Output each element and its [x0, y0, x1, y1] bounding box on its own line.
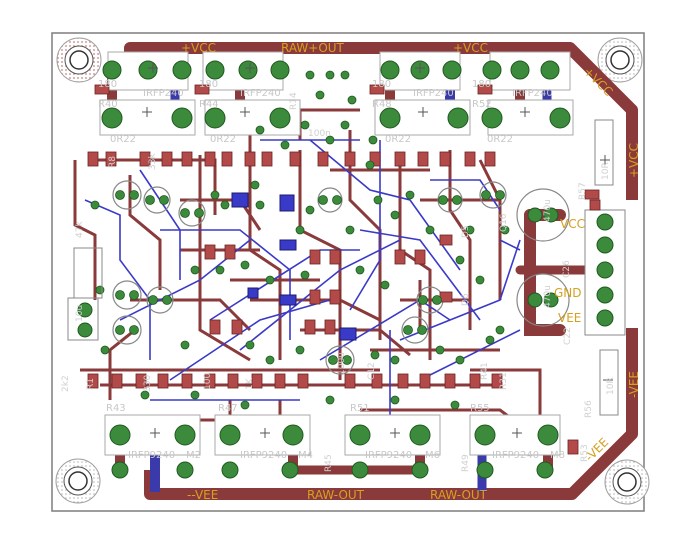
- r-10r-top-body: [594, 119, 614, 186]
- top-sense-1: 0R22: [110, 134, 136, 145]
- label-r49: R49: [461, 454, 471, 472]
- bot-m-1: M2: [186, 450, 201, 461]
- label-r1: R1: [86, 378, 96, 390]
- bot-m-2: M4: [298, 450, 313, 461]
- label-r14: R14: [289, 92, 299, 110]
- label-470u-a: 470u: [543, 199, 553, 222]
- label-r8: R8: [108, 156, 118, 168]
- label-c12: C12: [367, 362, 377, 380]
- top-r-val-2: 180: [199, 79, 218, 90]
- label-c26: C26: [562, 260, 572, 278]
- label-10r-a: 10R: [601, 162, 611, 180]
- top-r-ref-4: R52: [472, 99, 492, 110]
- top-r-ref-1: R40: [98, 99, 118, 110]
- tab-marks: [142, 63, 613, 438]
- mounting-hole-br: [604, 459, 650, 505]
- top-part-4: IRFP240: [512, 88, 553, 99]
- mounting-hole-bl: [55, 458, 101, 504]
- bot-r-ref-3: R51: [350, 403, 370, 414]
- label-1k: 1K: [245, 377, 255, 390]
- smd-pads: [87, 84, 601, 455]
- top-r-ref-2: R44: [199, 99, 219, 110]
- label-d5: D5: [461, 225, 471, 238]
- net-label-raw-bottom-1: RAW-OUT: [307, 488, 365, 502]
- top-r-val-1: 180: [98, 79, 117, 90]
- bot-part-4: IRFP9240: [492, 450, 539, 461]
- top-sense-3: 0R22: [385, 134, 411, 145]
- bot-r-ref-1: R43: [106, 403, 126, 414]
- net-label-vee-bottom: --VEE: [187, 488, 218, 502]
- label-10u: 10u: [75, 305, 85, 322]
- label-2k2: 2k2: [61, 375, 71, 392]
- top-r-val-3: 180: [372, 79, 391, 90]
- bot-part-2: IRFP9240: [240, 450, 287, 461]
- label-100: 100: [203, 373, 213, 390]
- label-33k: 33k: [148, 153, 158, 170]
- bot-part-1: IRFP9240: [128, 450, 175, 461]
- label-10r-b: 10R: [606, 377, 616, 395]
- mounting-hole-tl: [56, 37, 102, 83]
- label-r56: R56: [584, 400, 594, 418]
- label-c100n: 100n: [308, 129, 331, 139]
- top-sense-4: 0R22: [487, 134, 513, 145]
- net-label-vcc-conn: VCC: [560, 217, 585, 231]
- net-label-raw-top: RAW+OUT: [281, 41, 345, 55]
- bot-m-4: M8: [550, 450, 565, 461]
- net-label-vcc-right-b: +VCC: [627, 143, 641, 178]
- label-q16: Q16: [499, 213, 509, 232]
- bot-part-3: IRFP9240: [365, 450, 412, 461]
- mounting-hole-tr: [597, 37, 643, 83]
- label-c22: C22: [563, 327, 573, 345]
- bulk-capacitors: [112, 180, 570, 375]
- net-label-vcc-top-2: +VCC: [453, 41, 488, 55]
- net-label-raw-bottom-2: RAW-OUT: [430, 488, 488, 502]
- blue-pads: [231, 192, 357, 341]
- label-470u-b: 470u: [543, 285, 553, 308]
- th-pads-green: [77, 60, 614, 479]
- label-100u: 100u: [337, 352, 347, 375]
- net-label-vee-conn: VEE: [558, 311, 581, 325]
- label-47k: 47k: [75, 221, 85, 238]
- top-r-ref-3: R48: [372, 99, 392, 110]
- label-r41: R41: [480, 362, 490, 380]
- top-sense-2: 0R22: [210, 134, 236, 145]
- label-r45: R45: [324, 454, 334, 472]
- top-part-2: IRFP240: [240, 88, 281, 99]
- bot-r-ref-4: R55: [470, 403, 490, 414]
- th-pads-small: [90, 70, 510, 410]
- left-cap-box: [67, 297, 99, 341]
- label-r53: R53: [580, 444, 590, 462]
- label-d6: D6: [461, 293, 471, 306]
- signal-traces-blue: [84, 139, 521, 421]
- r-10r-bot-body: [599, 349, 619, 416]
- label-r31: R31: [499, 372, 509, 390]
- bot-m-3: M6: [425, 450, 440, 461]
- top-part-1: IRFP240: [143, 88, 184, 99]
- label-r57: R57: [578, 182, 588, 200]
- top-part-3: IRFP240: [413, 88, 454, 99]
- net-label-vcc-top-1: +VCC: [181, 41, 216, 55]
- bot-r-ref-2: R47: [218, 403, 238, 414]
- top-r-val-4: 180: [472, 79, 491, 90]
- net-label-vee-right-a: -VEE: [627, 371, 641, 398]
- label-330: 330: [143, 375, 153, 392]
- net-label-gnd-conn: GND: [554, 286, 582, 300]
